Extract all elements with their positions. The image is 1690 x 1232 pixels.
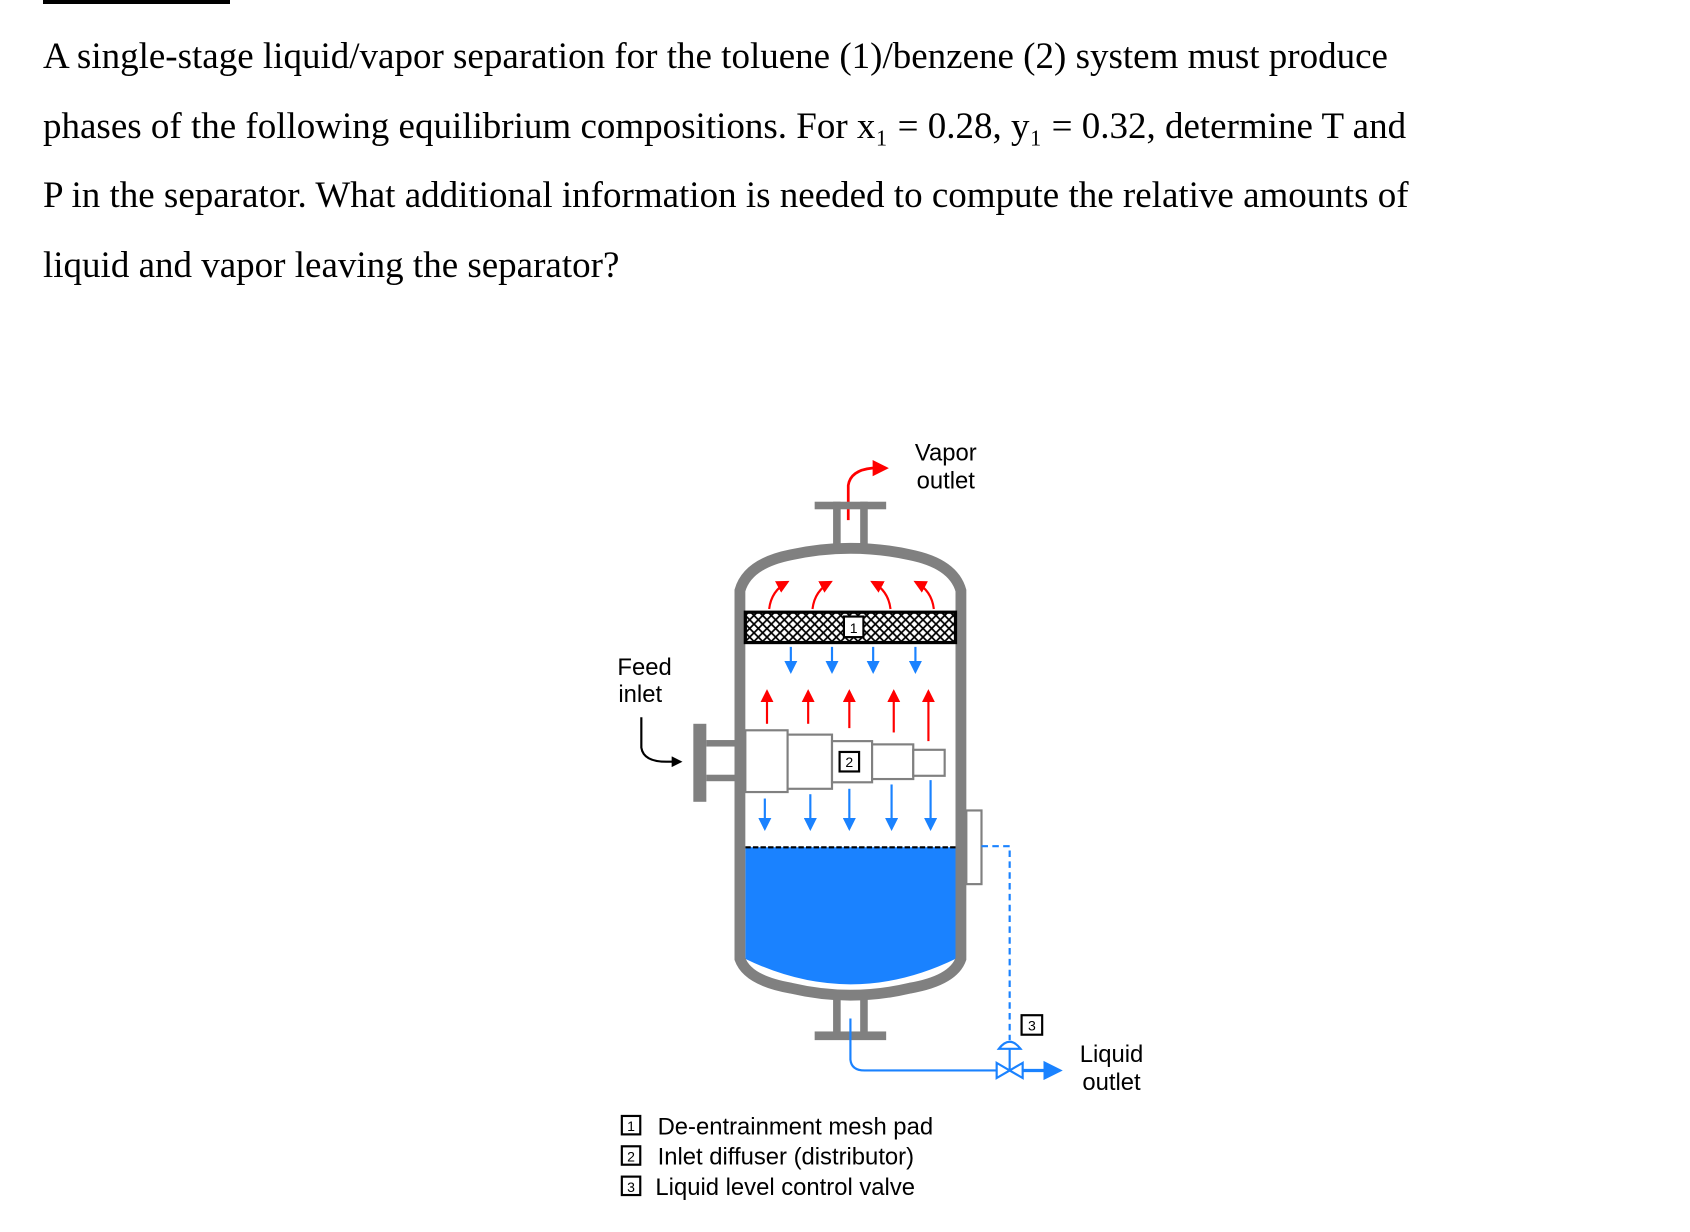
- red-arrow-icon: [870, 580, 892, 610]
- marker-3[interactable]: [1020, 1014, 1044, 1036]
- level-gauge: [965, 809, 983, 886]
- control-valve-icon[interactable]: [995, 1040, 1024, 1080]
- svg-text:Inlet diffuser (distributor): Inlet diffuser (distributor): [658, 1144, 914, 1171]
- legend-item-1: 1 De-entrainment mesh pad: [620, 1113, 934, 1140]
- question-line-1: A single-stage liquid/vapor separation f…: [43, 36, 1388, 77]
- liquid-pool: [745, 847, 956, 985]
- marker-1-label: 1: [850, 620, 858, 636]
- question-line-2: phases of the following equilibrium comp…: [43, 105, 1407, 147]
- svg-text:1: 1: [627, 1118, 635, 1134]
- control-signal-line: [981, 845, 1011, 1041]
- red-arrow-icon: [913, 580, 935, 610]
- red-arrow-icon: [811, 580, 833, 610]
- marker-2-label: 2: [845, 754, 853, 770]
- vapor-exit-arrows: [768, 580, 935, 610]
- svg-text:De-entrainment mesh pad: De-entrainment mesh pad: [658, 1113, 934, 1140]
- question-line-4: liquid and vapor leaving the separator?: [43, 244, 620, 286]
- legend: 1 De-entrainment mesh pad 2 Inlet diffus…: [620, 1113, 934, 1201]
- svg-text:Liquid level control valve: Liquid level control valve: [655, 1174, 915, 1201]
- vapor-outlet-label-1: Vapor: [915, 440, 977, 467]
- feed-nozzle: [693, 723, 739, 802]
- top-nozzle: [814, 501, 887, 550]
- liquid-outlet-line: [849, 1018, 997, 1072]
- svg-text:3: 3: [627, 1179, 635, 1195]
- feed-inlet-label-1: Feed: [617, 654, 671, 681]
- droplet-arrows-upper: [784, 646, 922, 674]
- vapor-outlet-arrow-icon: [846, 460, 889, 521]
- liquid-outlet-label-1: Liquid: [1080, 1041, 1144, 1068]
- top-rule: [43, 0, 230, 4]
- vessel-shell: [734, 542, 967, 1001]
- feed-arrow-icon: [640, 717, 683, 768]
- feed-inlet-label-2: inlet: [618, 681, 662, 708]
- vapor-outlet-label-2: outlet: [917, 468, 976, 495]
- legend-item-2: 2 Inlet diffuser (distributor): [620, 1144, 914, 1171]
- svg-text:2: 2: [627, 1148, 635, 1164]
- vapor-rise-arrows: [760, 689, 935, 742]
- legend-item-3: 3 Liquid level control valve: [620, 1174, 915, 1201]
- liquid-outlet-label-2: outlet: [1082, 1069, 1141, 1096]
- question-line-3: P in the separator. What additional info…: [43, 175, 1409, 216]
- droplet-arrows-lower: [758, 780, 938, 832]
- inlet-diffuser: [744, 729, 946, 794]
- red-arrow-icon: [768, 580, 790, 610]
- question-text: A single-stage liquid/vapor separation f…: [43, 22, 1643, 300]
- marker-3-label: 3: [1028, 1017, 1036, 1033]
- marker-2: [838, 750, 861, 773]
- marker-1: [842, 615, 865, 639]
